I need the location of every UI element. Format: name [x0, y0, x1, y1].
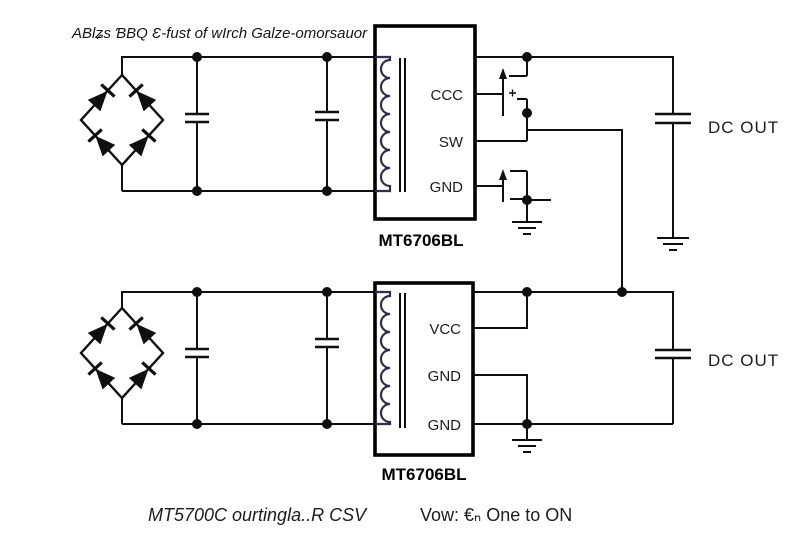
transformer-winding-2: [375, 290, 406, 428]
filter-capacitor-2b: [315, 292, 339, 424]
ground-symbol-2: [512, 424, 542, 453]
bridge-diamond-2: [79, 306, 165, 400]
junction-dot: [522, 108, 532, 118]
bridge-diamond-1: [79, 73, 165, 167]
diode-icon: [128, 361, 157, 390]
filter-capacitor-1b: [315, 57, 339, 191]
low-side-mosfet-1: [475, 169, 551, 235]
high-side-mosfet-1: [475, 57, 528, 142]
diode-icon: [128, 316, 157, 345]
gate-arrow-icon: [499, 169, 507, 180]
transformer-winding-1: [375, 55, 406, 193]
circuit-2: VCC GND GND MT6706BL DC OUT: [79, 281, 779, 484]
pin-label-vcc: VCC: [429, 321, 461, 338]
ic-box-2: [373, 281, 475, 457]
output-capacitor-2: [473, 291, 691, 424]
plus-mark-icon: [509, 89, 516, 97]
pin-label-gnd-b: GND: [428, 417, 462, 434]
rails-1: [121, 56, 375, 192]
ic-name-2: MT6706BL: [381, 465, 466, 484]
junction-dot: [192, 287, 202, 297]
schematic-title: ABlʑs ƁBQ Ɛ-fust of wIrch Galze-omorsauo…: [71, 25, 368, 42]
pin-wires-2: [473, 292, 673, 425]
diode-icon: [87, 128, 116, 157]
ic-name-1: MT6706BL: [378, 231, 463, 250]
gate-arrow-icon: [499, 68, 507, 79]
junction-dot: [522, 52, 532, 62]
bridge-rectifier-2: [79, 306, 165, 400]
filter-capacitor-2a: [185, 292, 209, 424]
diode-icon: [128, 128, 157, 157]
junction-dot: [322, 52, 332, 62]
output-capacitor-1: [475, 56, 691, 251]
pin-label-gnd-a: GND: [428, 368, 462, 385]
junction-dot: [192, 419, 202, 429]
circuit-1: CCC SW GND MT6706BL DC OUT: [79, 24, 779, 292]
transformer-core-1: [399, 58, 406, 192]
footer-note-right: Vow: €ₙ One to ON: [420, 505, 572, 525]
diode-icon: [128, 83, 157, 112]
junction-dot: [322, 287, 332, 297]
rails-2: [121, 291, 375, 425]
ground-symbol-1b: [657, 237, 689, 251]
diode-icon: [87, 361, 116, 390]
junction-dot: [322, 186, 332, 196]
dc-out-label-2: DC OUT: [708, 351, 779, 370]
ic-box-1: [373, 24, 477, 221]
dc-out-label-1: DC OUT: [708, 118, 779, 137]
junction-dot: [522, 287, 532, 297]
junction-dot: [522, 419, 532, 429]
footer-note-left: MT5700C ourtingla..R CSV: [148, 505, 368, 525]
junction-dot: [192, 186, 202, 196]
sw-interconnect-wire: [527, 129, 623, 292]
pin-label-gnd: GND: [430, 179, 464, 196]
junction-dot: [617, 287, 627, 297]
pin-label-ccc: CCC: [431, 87, 464, 104]
diode-icon: [87, 316, 116, 345]
bridge-rectifier-1: [79, 73, 165, 167]
junction-dot: [192, 52, 202, 62]
ground-symbol-1a: [512, 199, 542, 235]
junction-dot: [322, 419, 332, 429]
diode-icon: [87, 83, 116, 112]
transformer-core-2: [399, 293, 406, 428]
junction-dot: [522, 195, 532, 205]
pin-label-sw: SW: [439, 134, 464, 151]
filter-capacitor-1a: [185, 57, 209, 191]
